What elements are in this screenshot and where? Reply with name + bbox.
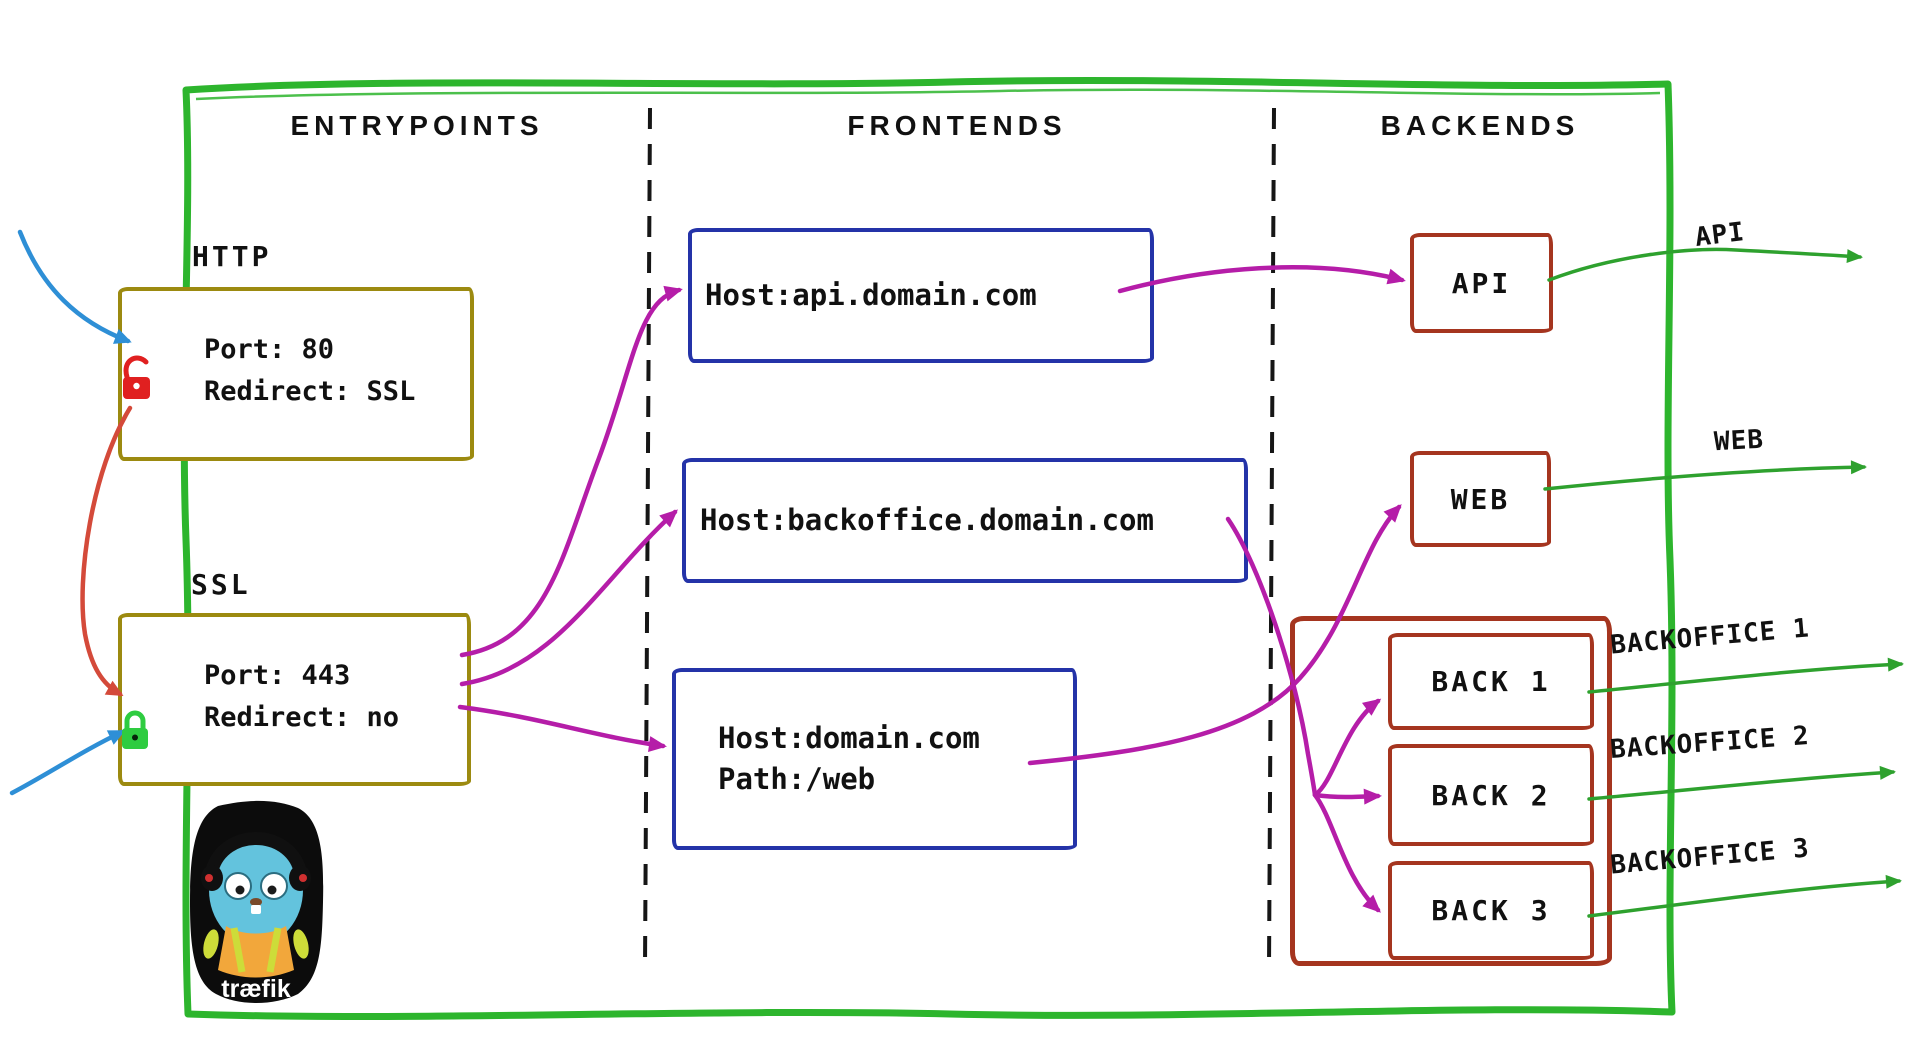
output-backoffice2-label: BACKOFFICE 2 [1609, 721, 1811, 765]
back3-out-arrow [1587, 874, 1902, 918]
logo-wordmark: træfik [221, 975, 291, 1003]
incoming-ssl-arrow [9, 729, 126, 796]
backend-back3-label: BACK 3 [1431, 894, 1551, 927]
frontend-backoffice-box: Host:backoffice.domain.com [682, 458, 1248, 583]
ssl-entrypoint-box: Port: 443 Redirect: no [118, 613, 471, 786]
gopher-pupil-right [267, 885, 277, 895]
http-entrypoint-box: Port: 80 Redirect: SSL [118, 287, 474, 461]
gopher-teeth [251, 905, 261, 914]
backend-back3-box: BACK 3 [1388, 861, 1594, 960]
back1-out-arrow [1587, 657, 1904, 694]
back2-out-arrow [1587, 765, 1896, 801]
output-api-label: API [1693, 217, 1747, 253]
frontend-api-box: Host:api.domain.com [688, 228, 1154, 363]
divider-entrypoints-frontends [643, 107, 652, 969]
backend-api-box: API [1410, 233, 1553, 333]
output-backoffice3-label: BACKOFFICE 3 [1609, 833, 1811, 881]
outer-green-border-sketch-echo [195, 88, 1661, 101]
backend-api-label: API [1451, 266, 1512, 300]
traefik-logo: træfik [190, 800, 324, 1003]
ssl-closed-lock-icon [122, 710, 148, 749]
frontend-web-box: Host:domain.com Path:/web [672, 668, 1077, 850]
ssl-to-api-frontend-arrow [459, 285, 683, 658]
ssl-port-text: Port: 443 [204, 660, 351, 691]
frontend-web-path-text: Path:/web [718, 762, 876, 796]
ssl-entrypoint-label: SSL [191, 568, 251, 601]
frontends-header: FRONTENDS [847, 110, 1067, 141]
output-web-label: WEB [1713, 424, 1765, 458]
api-backend-out-arrow [1547, 247, 1863, 282]
http-redirect-text: Redirect: SSL [204, 376, 416, 407]
web-backend-out-arrow [1543, 460, 1867, 491]
frontend-backoffice-host-text: Host:backoffice.domain.com [700, 503, 1154, 537]
ssl-to-backoffice-frontend-arrow [459, 509, 678, 687]
backend-web-label: WEB [1450, 482, 1511, 516]
entrypoints-header: ENTRYPOINTS [290, 110, 544, 141]
api-frontend-to-api-backend-arrow [1117, 265, 1406, 294]
backend-back2-label: BACK 2 [1431, 778, 1551, 812]
gopher-pupil-left [235, 885, 245, 895]
incoming-http-arrow [17, 229, 132, 344]
output-backoffice1-label: BACKOFFICE 1 [1609, 613, 1811, 661]
backend-back2-box: BACK 2 [1388, 744, 1594, 846]
http-entrypoint-label: HTTP [192, 240, 272, 273]
gopher-safety-vest [218, 926, 294, 978]
backend-web-box: WEB [1410, 451, 1551, 547]
http-port-text: Port: 80 [204, 334, 335, 365]
backend-back1-box: BACK 1 [1388, 633, 1594, 730]
ssl-redirect-text: Redirect: no [204, 702, 400, 733]
frontend-api-host-text: Host:api.domain.com [705, 278, 1037, 312]
earcup-accent-right [299, 874, 307, 882]
backends-header: BACKENDS [1380, 110, 1580, 141]
ssl-to-web-frontend-arrow [457, 704, 667, 752]
backend-back1-label: BACK 1 [1431, 665, 1551, 698]
divider-frontends-backends [1267, 107, 1276, 969]
frontend-web-host-text: Host:domain.com [718, 721, 980, 755]
earcup-accent-left [205, 874, 213, 882]
http-open-lock-icon [123, 355, 150, 399]
gopher-nose [250, 898, 262, 906]
